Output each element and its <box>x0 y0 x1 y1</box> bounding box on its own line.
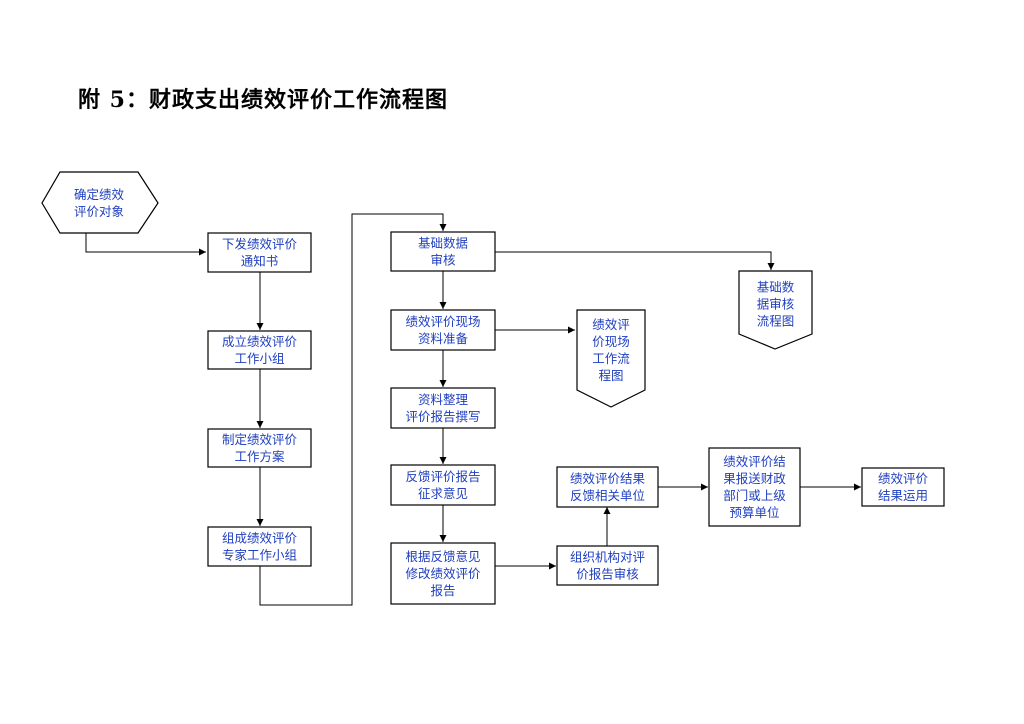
node-organization-review: 组织机构对评价报告审核 <box>556 545 659 586</box>
node-label-line: 结果运用 <box>878 488 928 503</box>
node-label: 资料整理评价报告撰写 <box>405 392 480 424</box>
node-expert-group: 组成绩效评价专家工作小组 <box>207 526 312 567</box>
node-label-line: 修改绩效评价 <box>405 566 481 581</box>
node-label: 组成绩效评价专家工作小组 <box>222 531 298 563</box>
node-label-line: 成立绩效评价 <box>222 334 298 349</box>
node-label-line: 报告 <box>430 583 455 598</box>
node-form-work-group: 成立绩效评价工作小组 <box>207 330 312 370</box>
connector-n6-n15 <box>495 251 775 270</box>
node-label-line: 工作流 <box>592 351 630 366</box>
node-label-line: 绩效评价结 <box>723 454 786 469</box>
node-label: 组织机构对评价报告审核 <box>570 550 645 582</box>
node-result-application: 绩效评价结果运用 <box>861 467 945 507</box>
node-label: 制定绩效评价工作方案 <box>222 432 298 464</box>
connector-n1-n2 <box>85 232 206 256</box>
node-label-line: 预算单位 <box>729 505 779 520</box>
node-feedback-report: 反馈评价报告征求意见 <box>390 464 496 506</box>
node-label: 绩效评价结果运用 <box>878 471 929 503</box>
node-label-line: 基础数 <box>757 280 795 295</box>
node-label-line: 资料准备 <box>418 331 469 346</box>
node-label-line: 资料整理 <box>418 392 469 407</box>
node-label-line: 评价对象 <box>74 204 124 219</box>
node-label-line: 果报送财政 <box>723 471 786 486</box>
node-label-line: 通知书 <box>241 254 279 269</box>
node-label: 基础数据审核 <box>418 236 468 268</box>
connector-n5-n6 <box>259 213 447 606</box>
node-label-line: 绩效评价 <box>878 471 929 486</box>
node-result-feedback: 绩效评价结果反馈相关单位 <box>556 466 659 508</box>
node-label-line: 组成绩效评价 <box>222 531 298 546</box>
node-label-line: 流程图 <box>757 314 795 329</box>
node-label-line: 下发绩效评价 <box>222 237 298 252</box>
node-label: 反馈评价报告征求意见 <box>405 469 480 501</box>
node-label-line: 工作小组 <box>234 351 284 366</box>
node-label-line: 工作方案 <box>234 449 285 464</box>
node-site-preparation: 绩效评价现场资料准备 <box>390 309 496 351</box>
node-label-line: 反馈相关单位 <box>570 488 645 503</box>
node-label: 基础数据审核流程图 <box>757 280 795 329</box>
node-label-line: 专家工作小组 <box>222 548 297 563</box>
node-label-line: 绩效评 <box>592 317 630 332</box>
node-label-line: 反馈评价报告 <box>405 469 480 484</box>
node-label-line: 部门或上级 <box>723 488 786 503</box>
node-data-review-flowchart: 基础数据审核流程图 <box>738 270 813 350</box>
node-work-plan: 制定绩效评价工作方案 <box>207 428 312 468</box>
node-label: 绩效评价结果报送财政部门或上级预算单位 <box>723 454 786 520</box>
node-label-line: 评价报告撰写 <box>405 409 480 424</box>
node-label-line: 程图 <box>598 368 623 383</box>
node-report-writing: 资料整理评价报告撰写 <box>390 387 496 429</box>
node-label-line: 征求意见 <box>418 486 468 501</box>
node-label: 确定绩效评价对象 <box>74 187 125 219</box>
node-label: 下发绩效评价通知书 <box>222 237 298 269</box>
node-label-line: 价现场 <box>592 334 630 349</box>
node-result-submission: 绩效评价结果报送财政部门或上级预算单位 <box>708 447 801 527</box>
node-label-line: 据审核 <box>757 297 795 312</box>
node-label: 绩效评价结果反馈相关单位 <box>570 471 646 503</box>
node-label-line: 制定绩效评价 <box>222 432 298 447</box>
node-label: 根据反馈意见修改绩效评价报告 <box>405 549 481 598</box>
node-label-line: 组织机构对评 <box>570 550 645 565</box>
node-label-line: 价报告审核 <box>576 567 639 582</box>
node-label-line: 绩效评价现场 <box>405 314 480 329</box>
nodes: 确定绩效评价对象 下发绩效评价通知书 成立绩效评价工作小组 制定绩效评价工作方案… <box>41 171 945 605</box>
node-label-line: 根据反馈意见 <box>405 549 480 564</box>
node-label-line: 确定绩效 <box>74 187 125 202</box>
node-revise-report: 根据反馈意见修改绩效评价报告 <box>390 542 496 605</box>
node-label: 成立绩效评价工作小组 <box>222 334 298 366</box>
connectors <box>85 213 861 606</box>
node-label-line: 基础数据 <box>418 236 468 251</box>
node-label: 绩效评价现场工作流程图 <box>592 317 630 383</box>
node-site-work-flowchart: 绩效评价现场工作流程图 <box>576 309 646 408</box>
page-title: 附 5：财政支出绩效评价工作流程图 <box>78 87 448 113</box>
node-determine-target: 确定绩效评价对象 <box>41 171 159 234</box>
node-label-line: 审核 <box>430 253 456 268</box>
node-data-review: 基础数据审核 <box>390 231 496 272</box>
node-label: 绩效评价现场资料准备 <box>405 314 480 346</box>
node-issue-notice: 下发绩效评价通知书 <box>207 232 312 273</box>
node-label-line: 绩效评价结果 <box>570 471 646 486</box>
